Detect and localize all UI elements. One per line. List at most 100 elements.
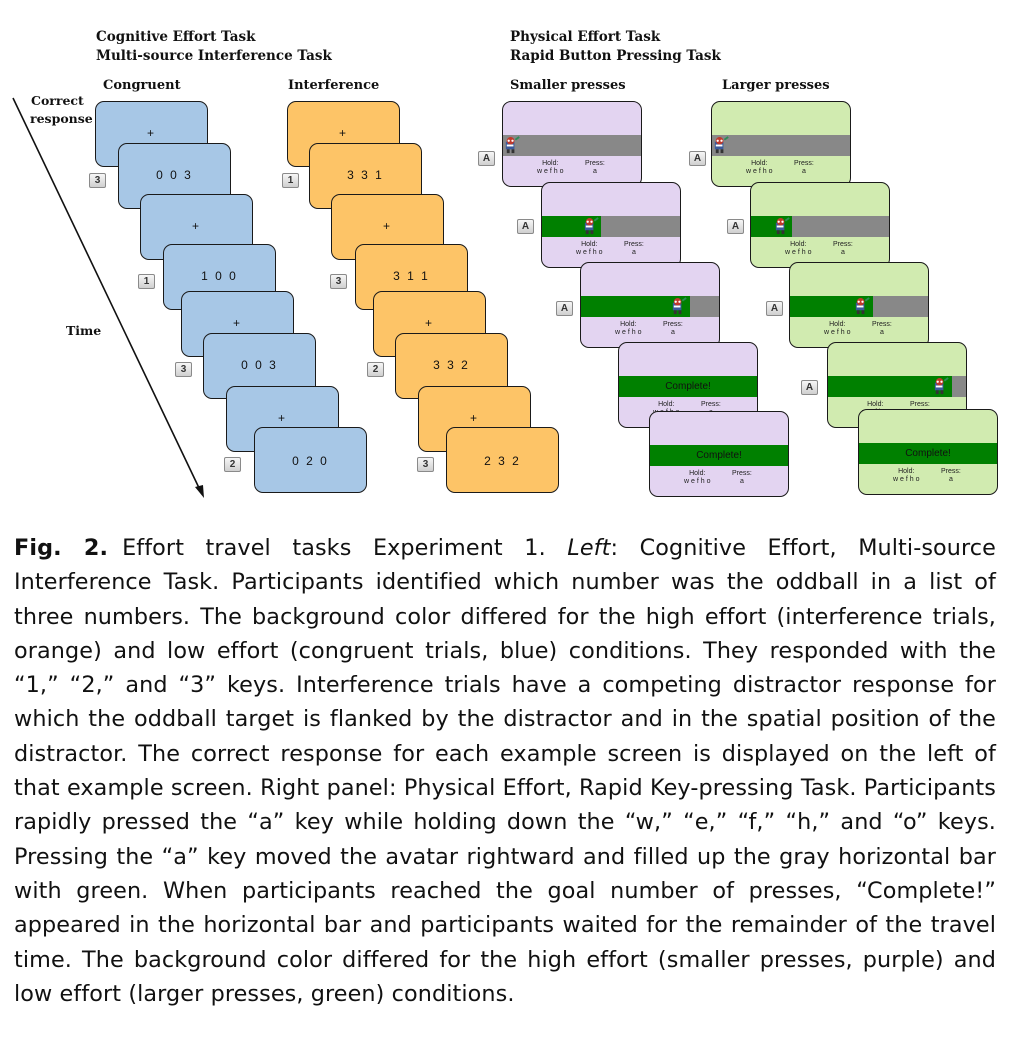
progress-bar: Complete! <box>859 443 997 464</box>
response-key-icon: 3 <box>330 274 347 289</box>
smaller-presses-screen-1: Hold:w e f h o Press:a <box>502 101 642 187</box>
press-label: Press: <box>701 401 721 408</box>
press-label: Press: <box>585 160 605 167</box>
correct-response-line1: Correct <box>31 93 84 108</box>
physical-title: Physical Effort Task <box>510 29 661 45</box>
avatar-icon <box>932 377 951 396</box>
hold-label: Hold: <box>542 160 559 167</box>
hold-keys: w e f h o <box>746 168 773 175</box>
hold-instructions: Hold:w e f h o <box>746 160 772 176</box>
press-label: Press: <box>910 401 930 408</box>
press-key: a <box>840 249 845 256</box>
cognitive-subtitle: Multi-source Interference Task <box>96 48 332 64</box>
press-label: Press: <box>732 470 752 477</box>
larger-presses-screen-3: Hold:w e f h o Press:a <box>789 262 929 348</box>
caption-body: : Cognitive Effort, Multi-source Interfe… <box>14 535 996 1007</box>
progress-bar-fill <box>619 376 757 397</box>
press-instructions: Press:a <box>794 160 814 176</box>
larger-presses-screen-5: Complete! Hold:w e f h o Press:a <box>858 409 998 495</box>
screen-text: 0 0 3 <box>241 358 278 372</box>
a-key-icon: A <box>478 151 495 166</box>
press-key: a <box>739 478 744 485</box>
press-key: a <box>670 329 675 336</box>
press-label: Press: <box>872 321 892 328</box>
smaller-presses-label: Smaller presses <box>510 78 626 93</box>
progress-bar-fill <box>790 296 873 317</box>
screen-text: 3 1 1 <box>393 269 430 283</box>
progress-bar <box>542 216 680 237</box>
progress-bar <box>503 135 641 156</box>
figure-caption: Fig. 2.Effort travel tasks Experiment 1.… <box>14 531 996 1011</box>
screen-text: 0 0 3 <box>156 168 193 182</box>
hold-label: Hold: <box>658 401 675 408</box>
press-label: Press: <box>663 321 683 328</box>
screen-text: 3 3 1 <box>347 168 384 182</box>
press-label: Press: <box>941 468 961 475</box>
press-key: a <box>879 329 884 336</box>
screen-text: 2 3 2 <box>484 454 521 468</box>
press-key: a <box>948 476 953 483</box>
avatar-icon <box>773 217 792 236</box>
screen-text: + <box>232 316 242 330</box>
hold-instructions: Hold:w e f h o <box>785 241 811 257</box>
screen-text: + <box>191 219 201 233</box>
progress-bar <box>828 376 966 397</box>
correct-response-line2: response <box>30 111 93 126</box>
hold-label: Hold: <box>829 321 846 328</box>
progress-bar: Complete! <box>650 445 788 466</box>
hold-keys: w e f h o <box>893 476 920 483</box>
hold-keys: w e f h o <box>684 478 711 485</box>
screen-text: + <box>146 126 156 140</box>
progress-bar-fill <box>650 445 788 466</box>
screen-text: 0 2 0 <box>292 454 329 468</box>
response-key-icon: 3 <box>89 173 106 188</box>
progress-bar: Complete! <box>619 376 757 397</box>
press-key: a <box>801 168 806 175</box>
press-instructions: Press:a <box>663 321 683 337</box>
progress-bar-fill <box>859 443 997 464</box>
hold-instructions: Hold:w e f h o <box>537 160 563 176</box>
smaller-presses-screen-5: Complete! Hold:w e f h o Press:a <box>649 411 789 497</box>
press-label: Press: <box>833 241 853 248</box>
hold-instructions: Hold:w e f h o <box>684 470 710 486</box>
complete-text: Complete! <box>905 448 951 459</box>
a-key-icon: A <box>556 301 573 316</box>
time-arrow <box>12 97 204 498</box>
screen-text: + <box>382 219 392 233</box>
progress-bar <box>790 296 928 317</box>
screen-text: + <box>338 126 348 140</box>
hold-label: Hold: <box>790 241 807 248</box>
larger-presses-screen-2: Hold:w e f h o Press:a <box>750 182 890 268</box>
hold-label: Hold: <box>898 468 915 475</box>
press-instructions: Press:a <box>872 321 892 337</box>
figure-panel: Cognitive Effort Task Multi-source Inter… <box>0 0 1009 510</box>
response-key-icon: 2 <box>367 362 384 377</box>
progress-bar-fill <box>581 296 691 317</box>
time-label: Time <box>66 323 102 338</box>
congruent-screen-8: 0 2 0 <box>254 427 367 493</box>
hold-label: Hold: <box>581 241 598 248</box>
complete-text: Complete! <box>665 381 711 392</box>
a-key-icon: A <box>517 219 534 234</box>
response-key-icon: 3 <box>175 362 192 377</box>
hold-label: Hold: <box>867 401 884 408</box>
progress-bar <box>712 135 850 156</box>
hold-instructions: Hold:w e f h o <box>824 321 850 337</box>
a-key-icon: A <box>689 151 706 166</box>
screen-text: + <box>277 411 287 425</box>
press-label: Press: <box>794 160 814 167</box>
caption-intro: Effort travel tasks Experiment 1. <box>122 535 568 561</box>
hold-keys: w e f h o <box>785 249 812 256</box>
a-key-icon: A <box>766 301 783 316</box>
a-key-icon: A <box>727 219 744 234</box>
hold-label: Hold: <box>689 470 706 477</box>
press-instructions: Press:a <box>833 241 853 257</box>
complete-text: Complete! <box>696 450 742 461</box>
press-instructions: Press:a <box>941 468 961 484</box>
avatar-icon <box>853 297 872 316</box>
response-key-icon: 3 <box>417 457 434 472</box>
response-key-icon: 2 <box>224 457 241 472</box>
response-key-icon: 1 <box>138 274 155 289</box>
press-instructions: Press:a <box>585 160 605 176</box>
cognitive-header: Cognitive Effort Task Multi-source Inter… <box>96 28 332 66</box>
